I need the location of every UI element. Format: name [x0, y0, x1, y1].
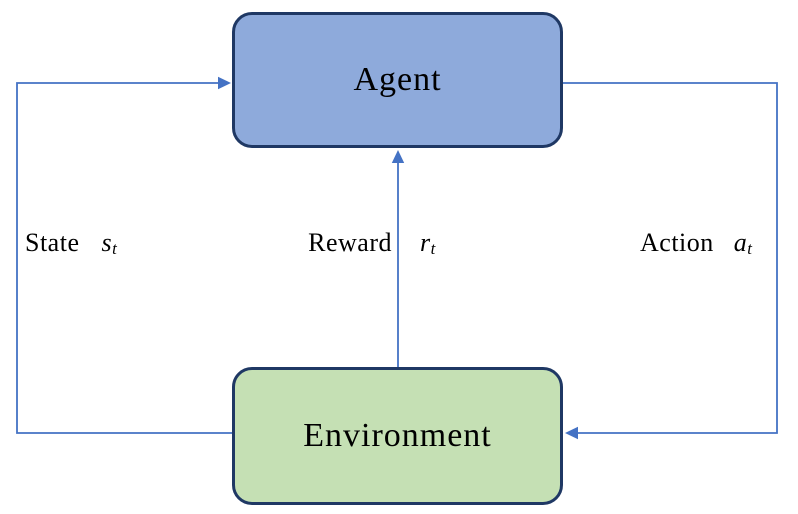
action-arrowhead-icon	[565, 426, 578, 440]
agent-label: Agent	[353, 61, 442, 98]
state-word: State	[25, 228, 80, 257]
reward-edge-label: rt	[420, 228, 436, 259]
state-edge-label: State st	[25, 228, 118, 259]
environment-label: Environment	[303, 417, 492, 454]
agent-node: Agent	[232, 12, 563, 148]
reward-symbol: rt	[420, 228, 436, 259]
action-word: Action	[640, 228, 714, 257]
state-arrow-path	[16, 82, 232, 434]
state-symbol: st	[101, 228, 118, 259]
environment-node: Environment	[232, 367, 563, 505]
action-arrow-path	[563, 82, 778, 434]
state-arrowhead-icon	[218, 76, 231, 90]
reward-arrowhead-icon	[391, 150, 405, 163]
reward-word: Reward	[308, 228, 392, 257]
action-edge-label: Action at	[640, 228, 753, 259]
action-symbol: at	[733, 228, 753, 259]
